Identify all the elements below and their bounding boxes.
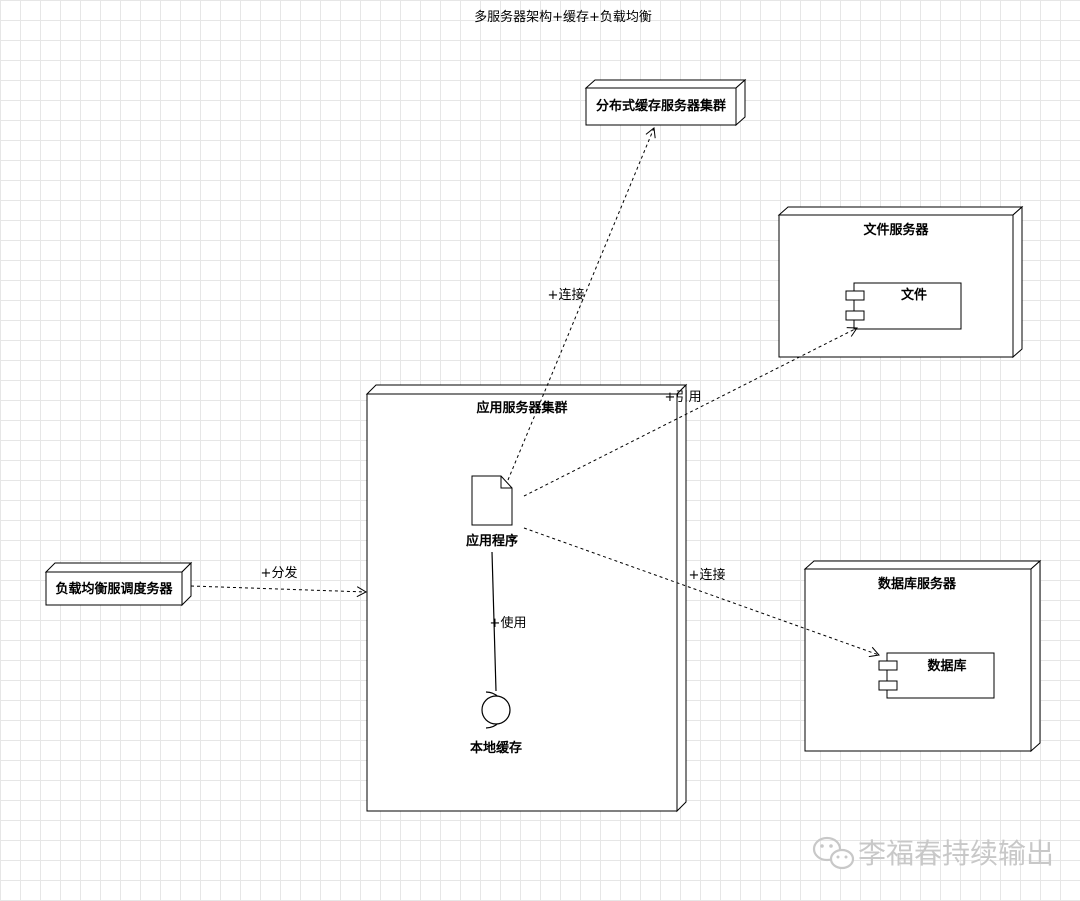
app-program-label: 应用程序 — [466, 533, 518, 549]
file-component-label: 文件 — [901, 287, 927, 303]
database-server-node[interactable]: 数据库服务器 数据库 — [803, 559, 1042, 753]
database-component[interactable]: 数据库 — [878, 652, 995, 699]
load-balancer-label: 负载均衡服调度务器 — [55, 581, 173, 597]
database-connection-label: +连接 — [689, 567, 726, 583]
database-component-label: 数据库 — [927, 658, 966, 674]
document-icon — [471, 475, 513, 526]
local-cache-label: 本地缓存 — [470, 740, 522, 756]
file-reference-label: +引用 — [665, 390, 702, 405]
file-server-label: 文件服务器 — [863, 222, 929, 238]
diagram-title: 多服务器架构+缓存+负载均衡 — [474, 9, 652, 25]
database-server-label: 数据库服务器 — [878, 576, 957, 592]
app-cluster-label: 应用服务器集群 — [476, 400, 567, 416]
dispatch-arrow — [190, 585, 368, 598]
use-link — [491, 551, 497, 692]
watermark-text: 李福春持续输出 — [858, 837, 1054, 870]
database-connection-arrow — [523, 527, 880, 658]
application-artifact[interactable]: 应用程序 — [466, 475, 518, 549]
file-server-node[interactable]: 文件服务器 文件 — [777, 205, 1024, 359]
local-cache-interface[interactable]: 本地缓存 — [470, 691, 522, 756]
app-cluster-node[interactable]: 应用服务器集群 — [365, 383, 688, 813]
watermark: 李福春持续输出 — [812, 836, 1054, 870]
use-link-label: +使用 — [490, 615, 527, 631]
cache-connection-label: +连接 — [548, 287, 585, 303]
load-balancer-node[interactable]: 负载均衡服调度务器 — [44, 561, 193, 607]
file-component[interactable]: 文件 — [845, 282, 962, 330]
cache-cluster-label: 分布式缓存服务器集群 — [596, 98, 726, 114]
cache-cluster-node[interactable]: 分布式缓存服务器集群 — [584, 78, 747, 127]
wechat-icon — [812, 836, 855, 870]
dispatch-label: +分发 — [261, 565, 298, 581]
file-reference-arrow — [523, 327, 858, 497]
